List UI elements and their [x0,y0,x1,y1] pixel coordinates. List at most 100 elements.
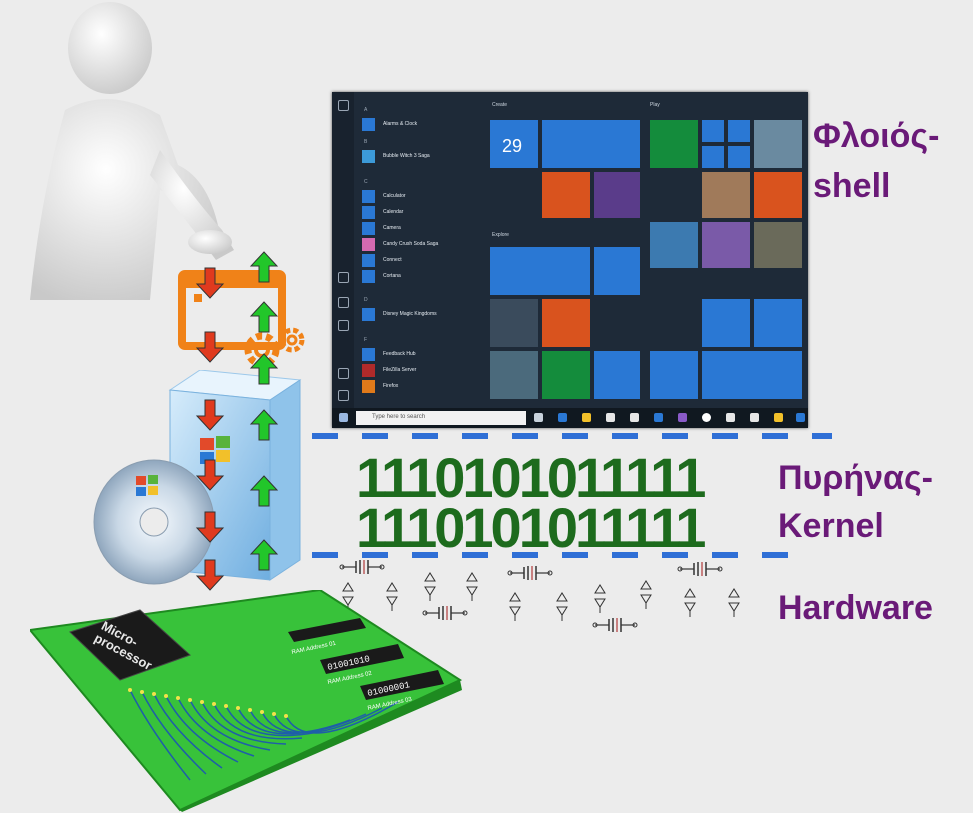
app-list-item[interactable]: Connect [362,252,402,268]
app-list-item[interactable]: Firefox [362,378,398,394]
edge-tile[interactable] [594,247,640,295]
transistor-symbol [677,562,723,576]
solder-pad [224,704,228,708]
calc-tile[interactable] [728,146,750,168]
game-tile-3[interactable] [754,172,802,218]
solder-pad [176,696,180,700]
mail-icon[interactable] [630,413,639,422]
circuit-trace [201,701,287,745]
calendar-tile[interactable]: 29 [490,120,538,168]
office-tile[interactable] [542,172,590,218]
pin-icon[interactable] [726,413,735,422]
app-list-item[interactable]: Calendar [362,204,403,220]
taskbar-search-box[interactable]: Type here to search [356,411,526,425]
solder-pad [260,710,264,714]
app-name: Feedback Hub [383,351,416,357]
photo-news-tile[interactable] [490,351,538,399]
arrow-up-icon [249,251,279,283]
solder-pad [152,692,156,696]
xbox-tile[interactable] [650,120,698,168]
app-name: Bubble Witch 3 Saga [383,153,430,159]
solder-pad [248,708,252,712]
notes-icon[interactable] [774,413,783,422]
app-list-item[interactable]: Calculator [362,188,406,204]
chrome-icon[interactable] [654,413,663,422]
game-tile-4[interactable] [650,222,698,268]
app-list-item[interactable]: Cortana [362,268,401,284]
app-icon [362,149,375,163]
arrow-down-icon [195,399,225,431]
tile-9[interactable] [650,351,698,399]
logic-symbol [556,592,568,621]
weather-tile[interactable] [490,299,538,347]
circuit-trace [189,699,271,751]
news-tile[interactable] [542,299,590,347]
circle-app-icon[interactable] [702,413,711,422]
app-list-item[interactable]: FileZilla Server [362,362,416,378]
photos-tile[interactable] [594,172,640,218]
store-icon[interactable] [606,413,615,422]
solder-pad [212,702,216,706]
transistor-symbol [507,566,553,580]
task-view-icon[interactable] [534,413,543,422]
group-play-label: Play [650,102,660,108]
hamburger-icon[interactable] [338,100,349,111]
solder-pad [236,706,240,710]
cpu-chip: Micro- processor [69,609,191,681]
mail-tile[interactable] [542,120,640,168]
skype-tile[interactable] [594,351,640,399]
app-list-item[interactable]: Camera [362,220,401,236]
app-icon [362,189,375,203]
search-placeholder: Type here to search [372,414,426,420]
tile-8[interactable] [754,299,802,347]
kernel-label-greek: Πυρήνας- [778,459,933,497]
shell-label-en: shell [813,167,891,205]
photos-icon[interactable] [750,413,759,422]
tile-10[interactable] [702,351,802,399]
app-list-letter: A [364,107,368,113]
circuit-trace [129,689,191,781]
app-name: Calendar [383,209,404,215]
app-list-item[interactable]: Feedback Hub [362,346,416,362]
app-list-item[interactable]: Candy Crush Soda Saga [362,236,438,252]
tile-7[interactable] [702,299,750,347]
logic-symbol [466,572,478,601]
data-flow-arrows [195,251,279,591]
game-tile-1[interactable] [754,120,802,168]
game-tile-6[interactable] [754,222,802,268]
motherboard: Micro- processor RAM Address 01 01001010… [30,590,463,812]
camera-tile[interactable] [702,146,724,168]
app-list-item[interactable]: Alarms & Clock [362,116,417,132]
groove-tile[interactable] [728,120,750,142]
documents-icon[interactable] [338,297,349,308]
arrow-down-icon [195,331,225,363]
settings-icon[interactable] [338,368,349,379]
xbox-store-tile[interactable] [542,351,590,399]
arrow-down-icon [195,459,225,491]
app-list-item[interactable]: Disney Magic Kingdoms [362,306,437,322]
user-figure [30,2,234,300]
power-icon[interactable] [338,390,349,401]
store-tile[interactable] [490,247,590,295]
circuit-traces [128,688,399,781]
solder-pad [188,698,192,702]
game-tile-5[interactable] [702,222,750,268]
game-tile-2[interactable] [702,172,750,218]
windows-logo-icon[interactable] [339,413,348,422]
user-icon[interactable] [338,272,349,283]
app-icon [362,221,375,235]
pictures-icon[interactable] [338,320,349,331]
app-icon[interactable] [678,413,687,422]
edge-icon[interactable] [558,413,567,422]
app-name: FileZilla Server [383,367,417,373]
movies-tile[interactable] [702,120,724,142]
group-explore-label: Explore [492,232,509,238]
logic-symbol [386,582,398,611]
solder-pad [140,690,144,694]
logic-symbol [509,592,521,621]
file-explorer-icon[interactable] [582,413,591,422]
circuit-symbols [339,560,740,632]
folder-icon[interactable] [796,413,805,422]
app-list-item[interactable]: Bubble Witch 3 Saga [362,148,430,164]
kernel-hardware-divider [312,552,812,558]
